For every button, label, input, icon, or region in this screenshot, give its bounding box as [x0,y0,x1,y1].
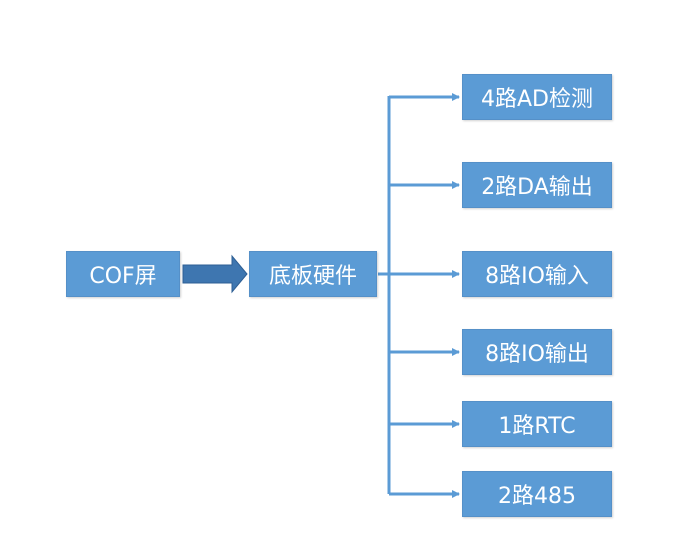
source-node-label: COF屏 [89,264,157,289]
output-node-label: 1路RTC [498,414,576,439]
output-node-rs485: 2路485 [462,471,612,517]
board-node-label: 底板硬件 [268,264,357,289]
block-arrow [182,254,248,294]
output-node-da-output: 2路DA输出 [462,162,612,208]
output-node-label: 8路IO输入 [485,264,589,289]
output-node-label: 2路485 [498,484,576,509]
board-hardware-node: 底板硬件 [249,251,377,297]
output-node-rtc: 1路RTC [462,401,612,447]
output-node-ad-detect: 4路AD检测 [462,74,612,120]
output-node-label: 4路AD检测 [481,87,593,112]
output-node-io-output: 8路IO输出 [462,329,612,375]
output-node-label: 2路DA输出 [481,175,593,200]
output-node-io-input: 8路IO输入 [462,251,612,297]
source-node-cof-screen: COF屏 [66,251,180,297]
output-node-label: 8路IO输出 [485,342,589,367]
